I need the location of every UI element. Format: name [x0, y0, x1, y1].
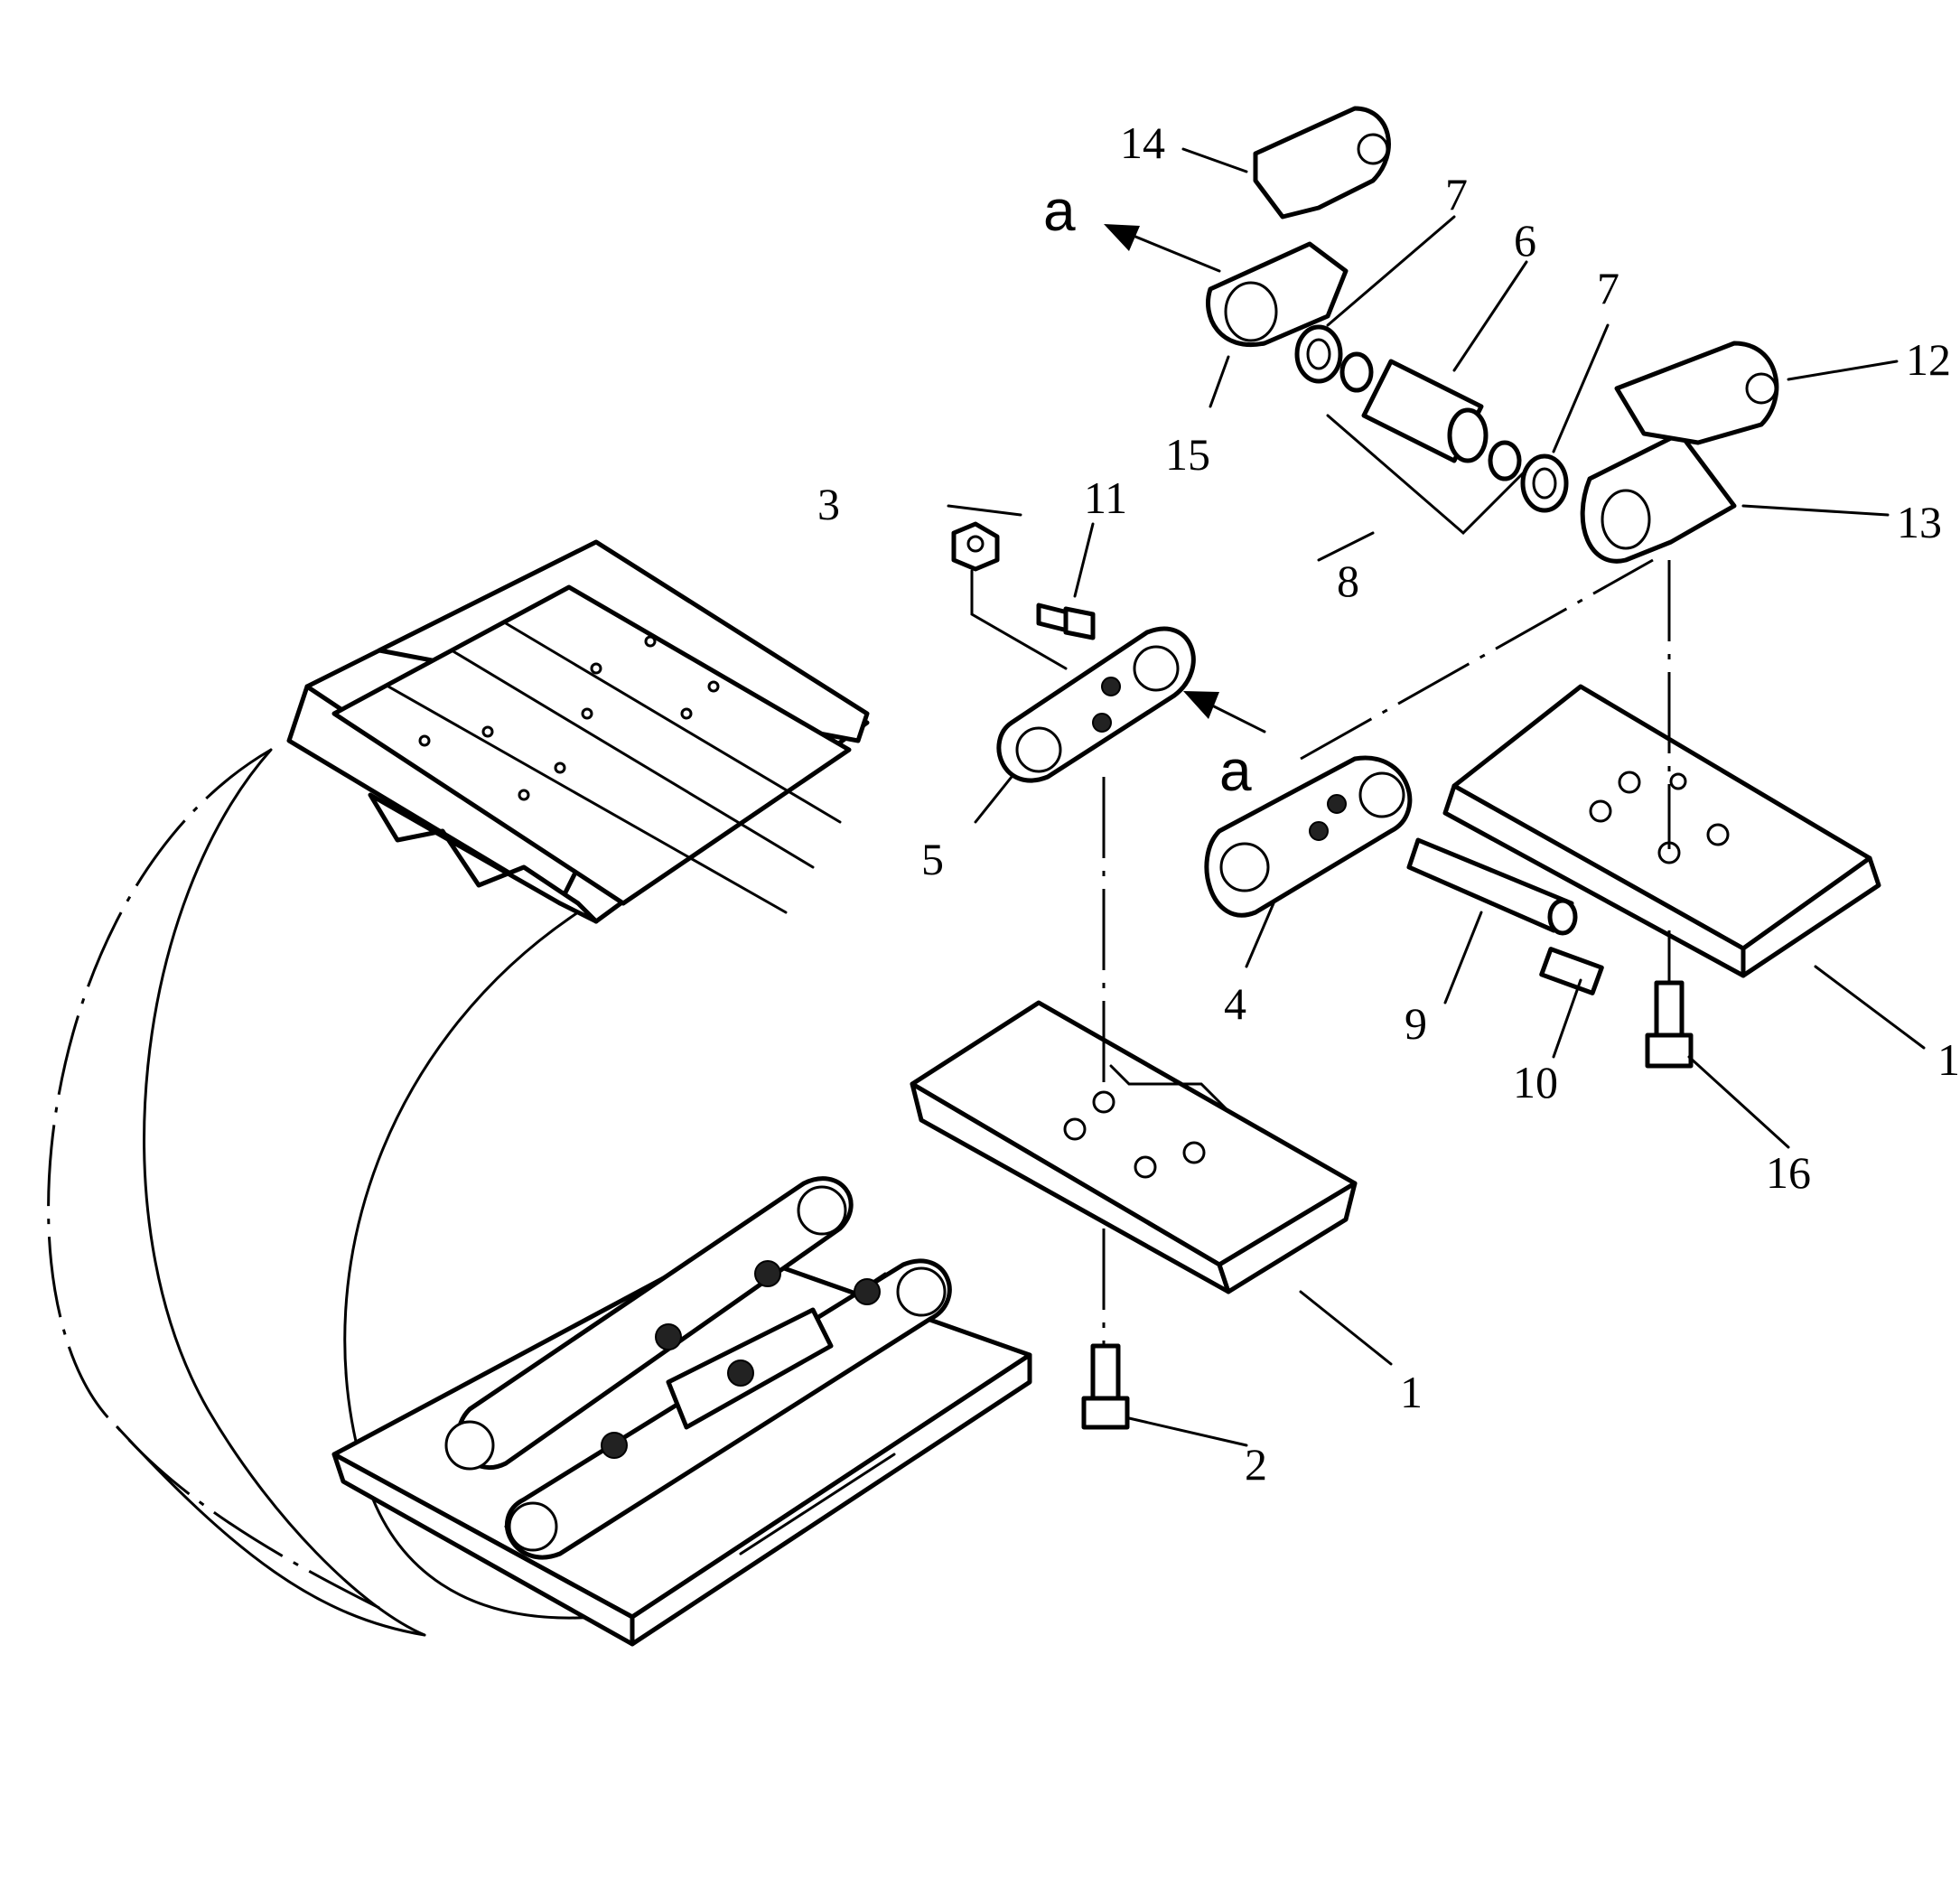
callout-1-right: 1	[1937, 1034, 1960, 1085]
callout-13: 13	[1897, 497, 1942, 547]
arrowhead-lower	[1183, 691, 1219, 719]
arrowhead-upper	[1104, 224, 1140, 251]
callout-7-left: 7	[1445, 169, 1468, 220]
nut-3	[951, 521, 1000, 572]
link-5	[996, 626, 1196, 783]
lower-chain-section	[331, 1176, 1032, 1647]
shoe-bolt-2	[1081, 1343, 1130, 1430]
callout-14: 14	[1120, 117, 1165, 168]
callout-6: 6	[1514, 215, 1536, 266]
callout-11: 11	[1084, 472, 1127, 523]
upper-shoe-stack	[286, 539, 870, 924]
leader-lines	[947, 147, 1926, 1447]
callout-7-right: 7	[1597, 263, 1619, 313]
callout-8: 8	[1337, 556, 1359, 606]
bushing-6	[1361, 359, 1489, 463]
spacer-8-left	[1339, 351, 1374, 393]
callout-16: 16	[1766, 1147, 1811, 1198]
callout-5: 5	[921, 834, 944, 884]
callout-1-middle: 1	[1400, 1367, 1423, 1417]
track-chain-loop	[47, 748, 598, 1637]
callout-9: 9	[1405, 998, 1427, 1049]
link-4	[1204, 755, 1413, 918]
arrow-label-a-upper: a	[1043, 178, 1076, 243]
pin-9	[1406, 837, 1578, 936]
seal-7-left	[1294, 324, 1343, 384]
arrow-label-a-lower: a	[1219, 738, 1252, 803]
callout-4: 4	[1224, 978, 1246, 1029]
spacer-8-right	[1488, 440, 1522, 481]
callout-2: 2	[1245, 1439, 1267, 1490]
track-shoe-right	[1442, 684, 1881, 978]
master-link-14	[1253, 106, 1391, 220]
master-link-12	[1614, 341, 1779, 445]
callouts: 14 a 7 6 7 12 15 3 11 13 8 a 5 4 9 1 10 …	[817, 117, 1960, 1490]
master-link-15	[1206, 241, 1349, 347]
bolt-11	[1036, 603, 1096, 640]
pin-10	[1539, 947, 1604, 995]
track-shoe-middle	[910, 1000, 1358, 1294]
direction-arrows	[1104, 224, 1266, 733]
seal-7-right	[1520, 453, 1569, 513]
shoe-bolt-16	[1645, 980, 1694, 1069]
callout-3: 3	[817, 479, 840, 529]
callout-12: 12	[1906, 334, 1951, 385]
callout-15: 15	[1165, 429, 1210, 480]
callout-10: 10	[1513, 1057, 1558, 1107]
master-link-13	[1580, 431, 1737, 564]
